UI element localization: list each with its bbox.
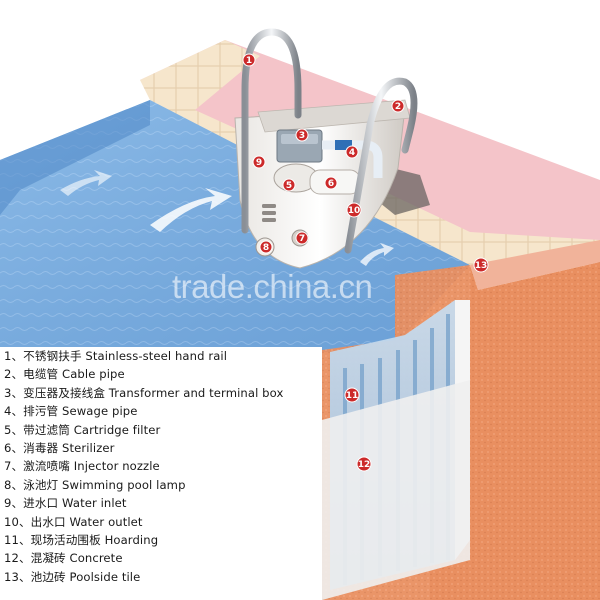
callout-label: 1 [246, 56, 252, 66]
legend-item: 7、激流喷嘴 Injector nozzle [4, 459, 160, 474]
callout-4: 4 [345, 145, 359, 159]
legend-item: 9、进水口 Water inlet [4, 496, 127, 511]
callout-marker [391, 99, 405, 113]
legend-item: 5、带过滤筒 Cartridge filter [4, 422, 161, 437]
legend-item: 10、出水口 Water outlet [4, 514, 143, 529]
water-flow-arrow [60, 170, 112, 196]
callout-label: 2 [395, 102, 401, 112]
poolside-tile [360, 180, 600, 265]
callout-2: 2 [391, 99, 405, 113]
concrete-block-top [470, 240, 600, 290]
legend-item: 1、不锈钢扶手 Stainless-steel hand rail [4, 349, 228, 363]
legend-panel: 1、不锈钢扶手 Stainless-steel hand rail 2、电缆管 C… [0, 347, 322, 600]
callout-marker [295, 128, 309, 142]
callout-marker [346, 202, 362, 218]
callout-13: 13 [473, 257, 489, 273]
callout-label: 4 [349, 148, 355, 158]
callout-marker [252, 155, 266, 169]
legend-item: 11、现场活动围板 Hoarding [4, 532, 159, 547]
callout-8: 8 [259, 240, 273, 254]
callout-label: 11 [346, 391, 359, 401]
callout-6: 6 [324, 176, 338, 190]
callout-marker [324, 176, 338, 190]
callout-label: 8 [263, 243, 269, 253]
callout-marker [473, 257, 489, 273]
callout-label: 9 [256, 158, 262, 168]
callout-marker [295, 231, 309, 245]
callout-11: 11 [344, 387, 360, 403]
callout-label: 10 [348, 206, 361, 216]
callout-label: 3 [299, 131, 305, 141]
callout-marker [344, 387, 360, 403]
callout-marker [242, 53, 256, 67]
legend-item: 3、变压器及接线盒 Transformer and terminal box [4, 385, 284, 400]
legend-item: 13、池边砖 Poolside tile [4, 569, 141, 584]
callout-3: 3 [295, 128, 309, 142]
hoarding-base [322, 380, 470, 600]
callout-marker [356, 456, 372, 472]
legend-item: 8、泳池灯 Swimming pool lamp [4, 477, 186, 492]
pool-water-glare [0, 100, 470, 352]
water-flow-arrow [150, 188, 232, 232]
legend-item: 4、排污管 Sewage pipe [4, 404, 138, 419]
stainless-steel-hand-rail [344, 77, 418, 254]
callout-5: 5 [282, 178, 296, 192]
callout-1: 1 [242, 53, 256, 67]
legend-item: 12、混凝砖 Concrete [4, 551, 123, 566]
callout-7: 7 [295, 231, 309, 245]
callout-marker [345, 145, 359, 159]
callout-9: 9 [252, 155, 266, 169]
callout-12: 12 [356, 456, 372, 472]
filter-grille [262, 204, 276, 222]
stainless-steel-hand-rail [241, 28, 302, 234]
concrete-block [430, 262, 600, 600]
callout-label: 13 [475, 261, 488, 271]
callout-marker [282, 178, 296, 192]
pool-inner-wall [0, 100, 150, 215]
legend-item: 6、消毒器 Sterilizer [4, 440, 115, 455]
callout-label: 12 [358, 460, 371, 470]
callout-label: 5 [286, 181, 292, 191]
callout-marker [259, 240, 273, 254]
callout-label: 7 [299, 234, 305, 244]
water-flow-arrow [360, 243, 394, 266]
callout-label: 6 [328, 179, 334, 189]
callout-10: 10 [346, 202, 362, 218]
legend-item: 2、电缆管 Cable pipe [4, 367, 125, 382]
